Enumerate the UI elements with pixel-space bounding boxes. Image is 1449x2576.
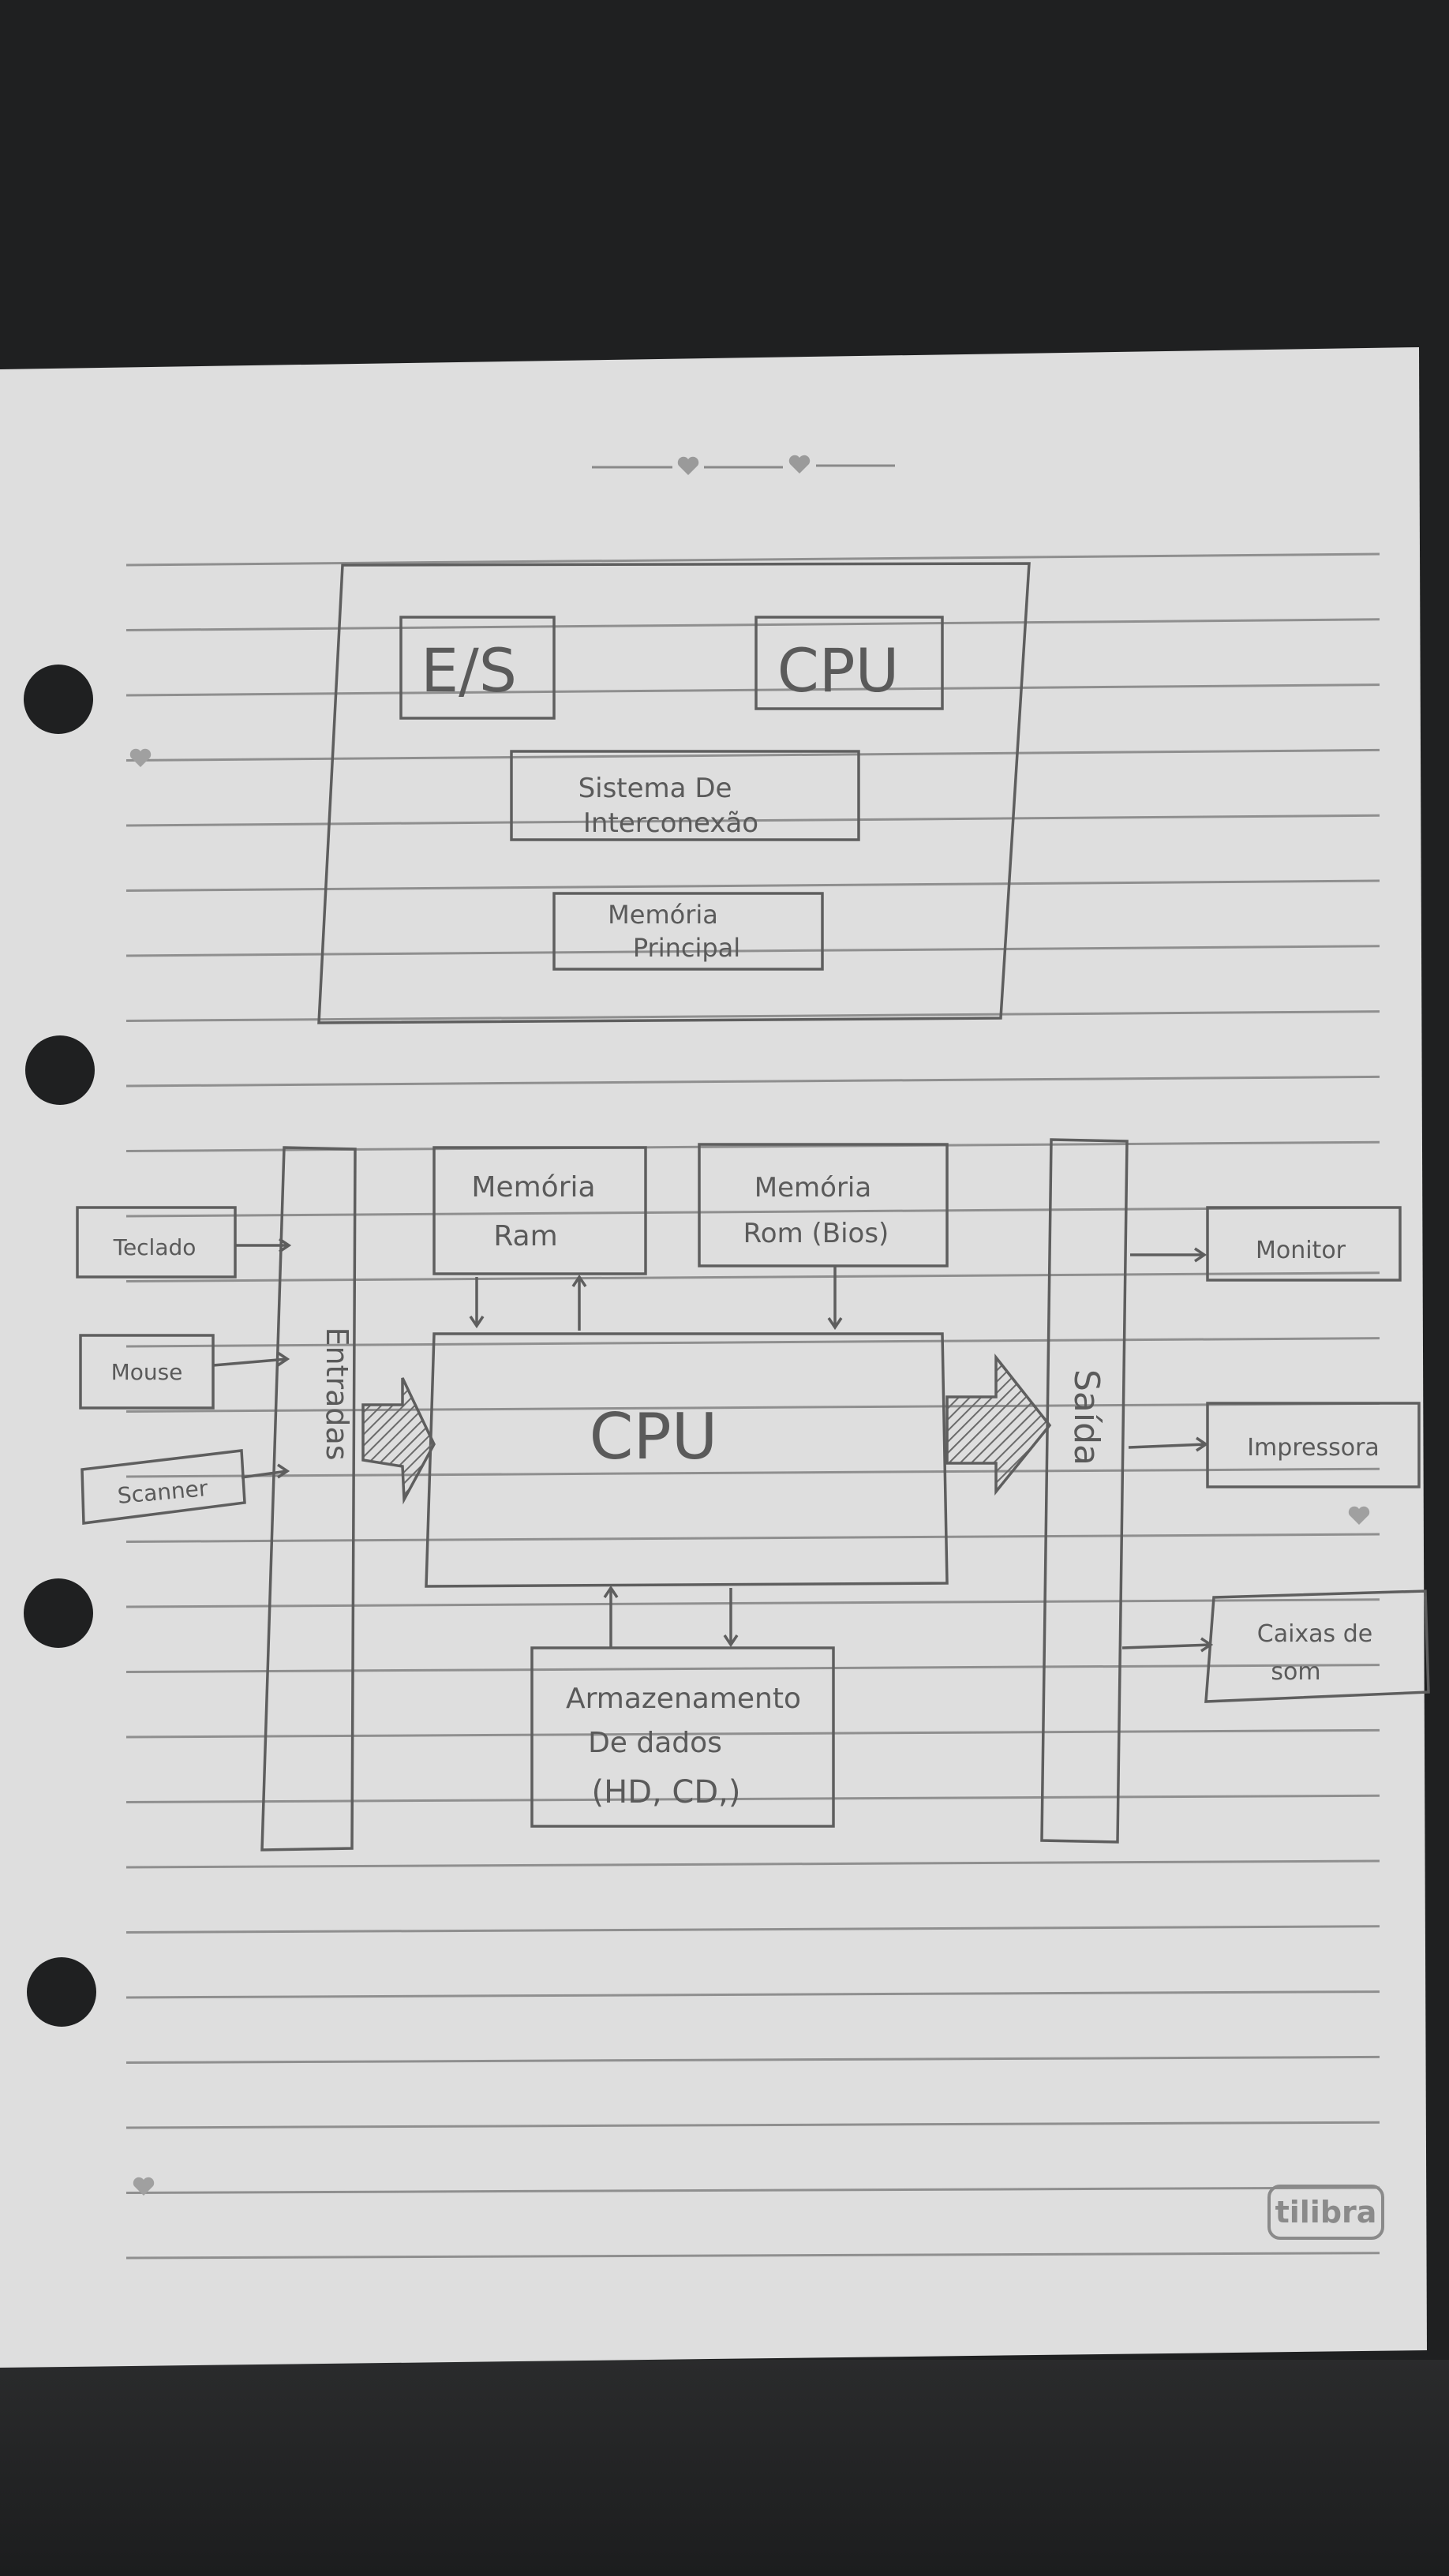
monitor-box	[1206, 1206, 1402, 1282]
ruled-line	[125, 1075, 1380, 1088]
cpu-label: CPU	[590, 1400, 718, 1473]
binder-hole	[24, 1578, 93, 1648]
speakers-box	[1204, 1589, 1430, 1703]
cpu-box	[425, 1332, 949, 1588]
ruled-line	[125, 1598, 1380, 1608]
heart-icon	[1348, 1506, 1370, 1525]
ruled-line	[125, 1533, 1380, 1543]
ruled-line	[125, 1467, 1380, 1478]
binder-hole	[24, 665, 93, 734]
ruled-line	[125, 1990, 1380, 1999]
cpu-top-box	[754, 616, 944, 710]
binder-hole	[27, 1957, 96, 2027]
entry-to-cpu-arrow	[361, 1377, 436, 1505]
ruled-line	[125, 1337, 1380, 1348]
interconnect-label-2: Interconexão	[583, 807, 758, 839]
storage-box	[530, 1646, 835, 1828]
rom-label-1: Memória	[754, 1172, 871, 1204]
ruled-line	[125, 748, 1380, 762]
ruled-line	[125, 1794, 1380, 1803]
interconnect-box	[510, 750, 860, 841]
ruled-line	[125, 1925, 1380, 1934]
ruled-line	[125, 618, 1380, 631]
ruled-line	[125, 879, 1380, 892]
monitor-label: Monitor	[1256, 1237, 1346, 1264]
ruled-line	[125, 1664, 1380, 1673]
ruled-line	[125, 1206, 1380, 1218]
exit-bus-box	[1040, 1138, 1129, 1844]
memory-main-box	[552, 892, 824, 971]
mouse-box	[79, 1334, 215, 1410]
printer-box	[1206, 1402, 1421, 1488]
keyboard-label: Teclado	[113, 1234, 197, 1260]
ruled-line	[125, 2121, 1380, 2129]
rom-label-2: Rom (Bios)	[743, 1218, 889, 1249]
ruled-line	[125, 2186, 1380, 2194]
ruled-line	[125, 814, 1380, 827]
cpu-top-label: CPU	[777, 635, 900, 706]
rom-box	[698, 1143, 949, 1267]
table-surface	[0, 2360, 1449, 2576]
mouse-label: Mouse	[111, 1359, 183, 1385]
bottom-diagram	[76, 1138, 1430, 1852]
speakers-label-2: som	[1271, 1658, 1320, 1686]
ruled-line	[125, 2252, 1380, 2260]
es-label: E/S	[421, 635, 517, 706]
ruled-line	[125, 552, 1380, 567]
header-ornament	[592, 455, 895, 475]
ruled-line	[125, 1010, 1380, 1022]
keyboard-box	[76, 1206, 237, 1279]
ruled-line	[125, 945, 1380, 957]
storage-label-3: (HD, CD,)	[592, 1774, 741, 1810]
brand-text: tilibra	[1275, 2195, 1377, 2230]
memory-main-label-1: Memória	[608, 900, 718, 930]
printer-label: Impressora	[1247, 1434, 1380, 1462]
memory-main-label-2: Principal	[633, 933, 740, 963]
ruled-line	[125, 1859, 1380, 1869]
ruled-line	[125, 1402, 1380, 1413]
brand-logo: tilibra	[1267, 2185, 1384, 2240]
storage-label-1: Armazenamento	[566, 1683, 801, 1715]
binder-holes	[24, 665, 96, 2027]
cpu-to-exit-arrow	[945, 1353, 1052, 1496]
binder-hole	[25, 1035, 95, 1105]
speakers-label-1: Caixas de	[1257, 1620, 1372, 1648]
scanner-box	[80, 1449, 246, 1525]
heart-icon	[677, 456, 699, 475]
top-outer-box	[317, 562, 1031, 1024]
ruled-line	[125, 1728, 1380, 1739]
entry-bus-label: Entradas	[320, 1327, 354, 1460]
interconnect-label-1: Sistema De	[578, 773, 732, 804]
heart-icon	[788, 455, 811, 474]
entry-bus-box	[260, 1146, 357, 1852]
ram-label-1: Memória	[471, 1171, 595, 1204]
heart-icon	[133, 2177, 155, 2196]
exit-bus-label: Saída	[1066, 1369, 1106, 1466]
top-diagram	[317, 562, 1031, 1024]
ram-box	[432, 1146, 647, 1275]
storage-label-2: De dados	[588, 1727, 722, 1759]
ram-label-2: Ram	[493, 1220, 557, 1252]
ruled-line	[125, 1271, 1380, 1282]
heart-icon	[129, 748, 152, 767]
es-box	[399, 616, 556, 720]
ruled-line	[125, 2055, 1380, 2064]
